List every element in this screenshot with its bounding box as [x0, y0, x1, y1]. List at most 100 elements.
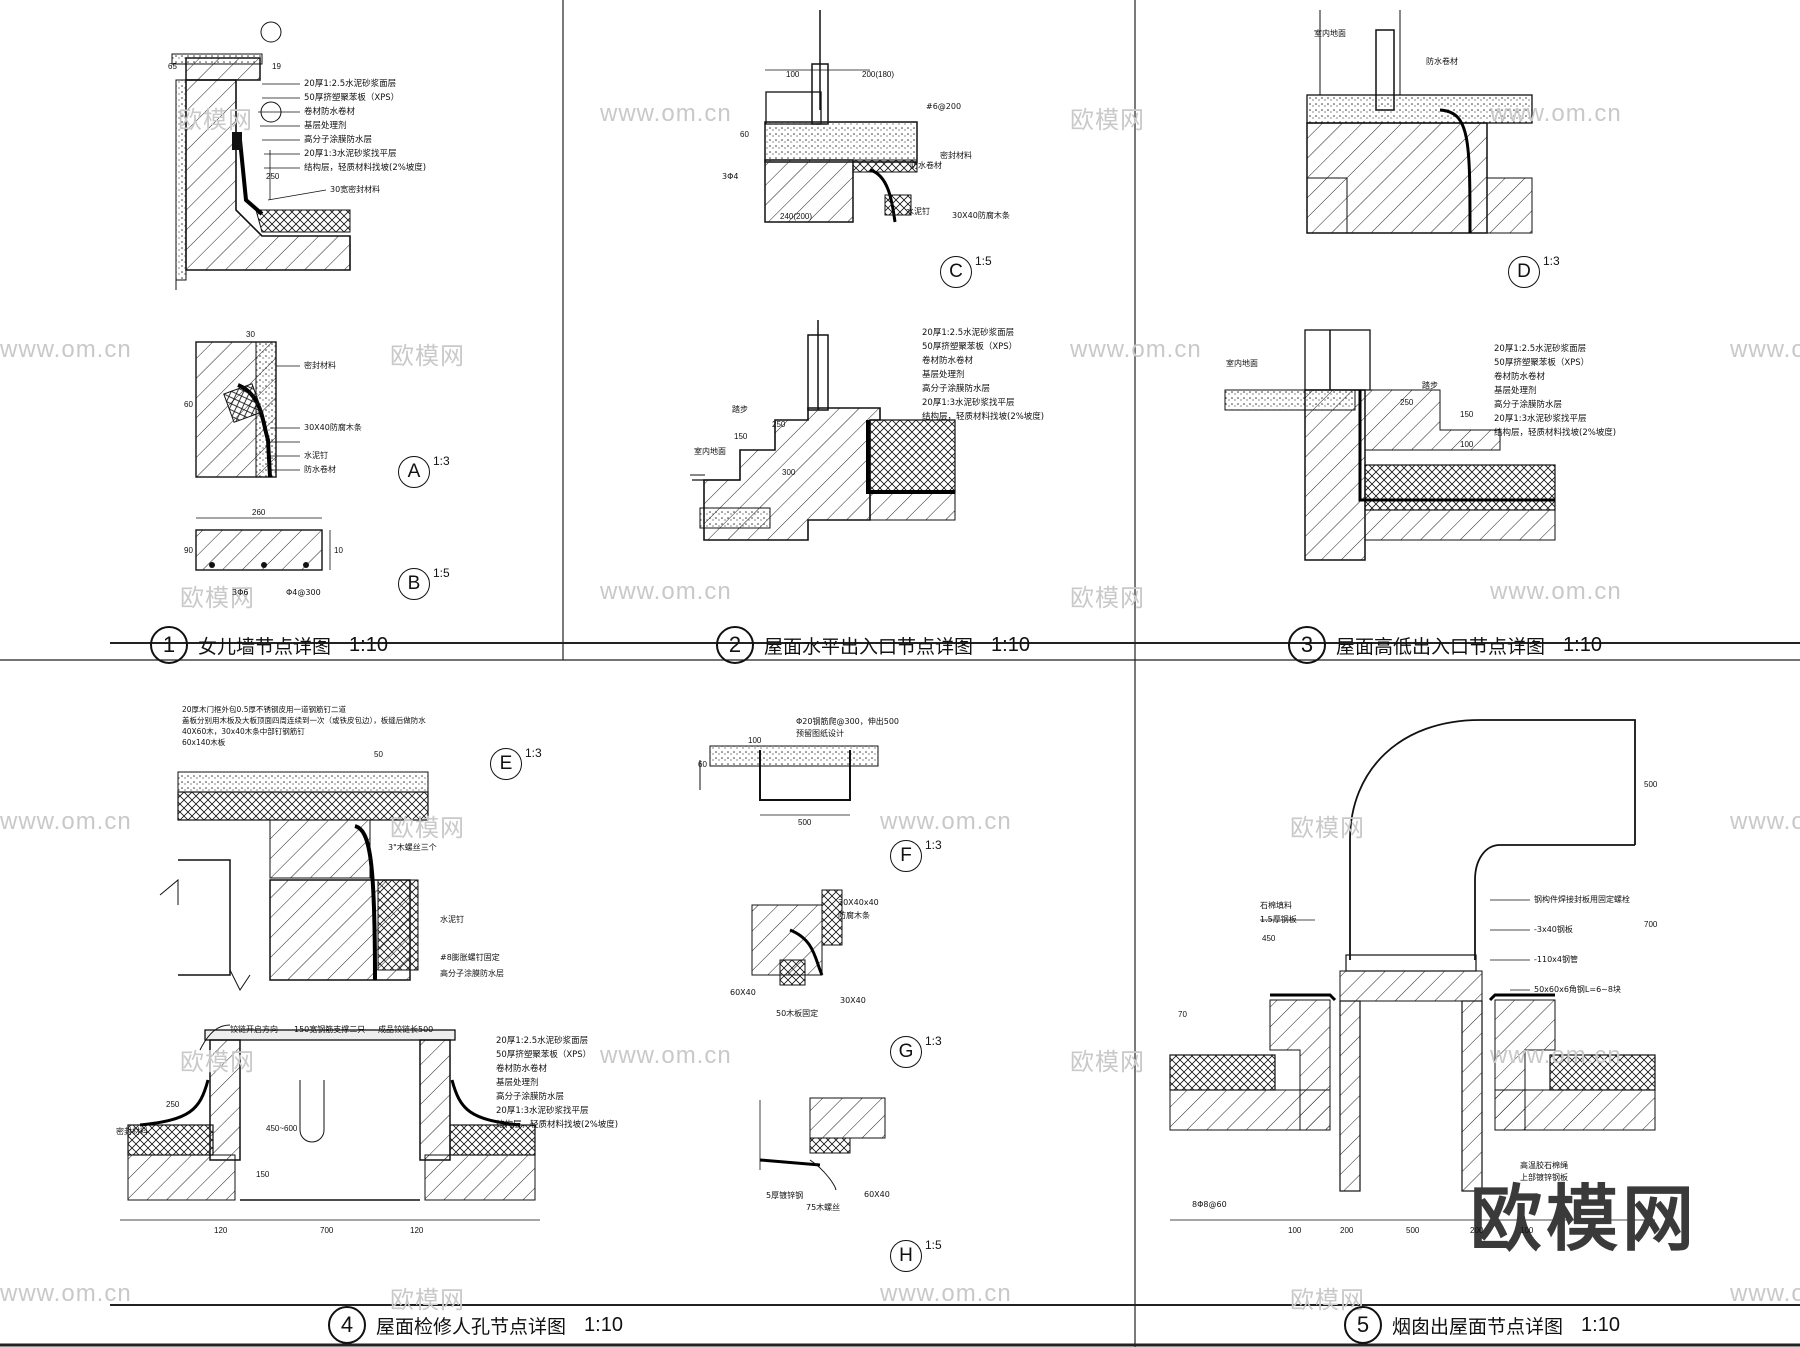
watermark-url: www.om.cn	[0, 1280, 132, 1307]
dimension: 200	[1340, 1226, 1354, 1235]
dimension: 100	[1460, 440, 1474, 449]
watermark-logo: 欧模网	[178, 107, 253, 134]
panel-title-text: 屋面水平出入口节点详图	[764, 635, 974, 658]
dimension: 19	[272, 62, 281, 71]
watermark-url: www.om.cn	[1490, 100, 1622, 127]
panel-title-text: 烟囱出屋面节点详图	[1392, 1315, 1564, 1338]
label: 上部镀锌钢板	[1520, 1173, 1568, 1182]
dimension: 250	[166, 1100, 180, 1109]
watermark-url: www.om.cn	[880, 1280, 1012, 1307]
watermark-logo: 欧模网	[390, 1287, 465, 1314]
watermark-url: www.om.cn	[0, 808, 132, 835]
detail-letter: G	[890, 1036, 922, 1068]
dimension: 700	[1644, 920, 1658, 929]
detail-scale: 1:5	[975, 254, 992, 268]
roof-hatch-detail-E	[159, 771, 429, 991]
watermark-url: www.om.cn	[1730, 336, 1800, 363]
dimension: 100	[1520, 1226, 1534, 1235]
label: 室内地面	[1314, 29, 1346, 38]
dimension: 260	[252, 508, 266, 517]
roof-hatch-detail-G	[751, 889, 843, 986]
dimension: 60	[698, 760, 707, 769]
high-low-entrance-detail-3	[1224, 329, 1556, 561]
dimension: 150	[1460, 410, 1474, 419]
dimension: 10	[334, 546, 343, 555]
detail-letter: B	[398, 568, 430, 600]
label: 3Φ6	[232, 588, 249, 597]
panel-number: 4	[328, 1306, 366, 1344]
watermark-logo: 欧模网	[390, 815, 465, 842]
watermark-url: www.om.cn	[600, 1042, 732, 1069]
detail-scale: 1:3	[525, 746, 542, 760]
detail-scale: 1:3	[925, 838, 942, 852]
dimension: 250	[1400, 398, 1414, 407]
label: 150宽钢筋支撑二只	[294, 1025, 366, 1034]
label: 60X40	[730, 988, 756, 997]
panel-scale: 1:10	[584, 1313, 623, 1336]
panel-scale: 1:10	[349, 633, 388, 656]
detail-letter: E	[490, 748, 522, 780]
label: -3x40钢板	[1534, 925, 1573, 934]
panel-1-title: 1 女儿墙节点详图 1:10	[150, 626, 388, 664]
roof-layer-notes-p2: 20厚1:2.5水泥砂浆面层 50厚挤塑聚苯板（XPS） 卷材防水卷材 基层处理…	[922, 328, 1045, 422]
label: 密封材料	[304, 361, 336, 370]
dimension: 70	[1178, 1010, 1187, 1019]
watermark-logo: 欧模网	[1070, 107, 1145, 134]
detail-letter: A	[398, 456, 430, 488]
panel-number: 5	[1344, 1306, 1382, 1344]
label: 成品铰链长500	[378, 1025, 434, 1034]
label: Φ20钢筋爬@300，伸出500	[796, 717, 900, 726]
label: 5厚镀锌钢	[766, 1191, 804, 1200]
dimension: 250	[266, 172, 280, 181]
panel-number: 2	[716, 626, 754, 664]
dimension: 700	[320, 1226, 334, 1235]
label: 室内地面	[1226, 359, 1258, 368]
panel-title-text: 女儿墙节点详图	[198, 635, 332, 658]
watermark-url: www.om.cn	[1070, 336, 1202, 363]
dimension: 60	[184, 400, 193, 409]
detail-scale: 1:3	[1543, 254, 1560, 268]
watermark-logo: 欧模网	[180, 585, 255, 612]
watermark-url: www.om.cn	[1730, 1280, 1800, 1307]
label: 30X40	[840, 996, 866, 1005]
watermark-logo: 欧模网	[390, 343, 465, 370]
panel-scale: 1:10	[1581, 1313, 1620, 1336]
detail-scale: 1:3	[925, 1034, 942, 1048]
dimension: 120	[214, 1226, 228, 1235]
panel-3-title: 3 屋面高低出入口节点详图 1:10	[1288, 626, 1602, 664]
dimension: 100	[748, 736, 762, 745]
watermark-url: www.om.cn	[1490, 1042, 1622, 1069]
high-low-entrance-detail-D	[1306, 10, 1533, 234]
dimension: 30	[246, 330, 255, 339]
label: 水泥钉	[906, 207, 930, 216]
panel-title-text: 屋面高低出入口节点详图	[1336, 635, 1546, 658]
label: 3"木螺丝三个	[388, 843, 437, 852]
detail-B-drawing	[195, 517, 331, 571]
label: 30X40x40	[838, 898, 879, 907]
horizontal-entrance-detail-C	[764, 10, 918, 223]
panel-2-title: 2 屋面水平出入口节点详图 1:10	[716, 626, 1030, 664]
dimension: 150	[256, 1170, 270, 1179]
label: 密封材料	[940, 151, 972, 160]
dimension: 450~600	[266, 1124, 298, 1133]
label: 3Φ4	[722, 172, 739, 181]
horizontal-entrance-detail-2	[690, 320, 956, 541]
detail-letter: H	[890, 1240, 922, 1272]
dimension: 240(200)	[780, 212, 813, 221]
label: 1.5厚钢板	[1260, 915, 1297, 924]
detail-scale: 1:3	[433, 454, 450, 468]
label: 石棉填料	[1260, 901, 1292, 910]
detail-scale: 1:5	[433, 566, 450, 580]
detail-letter: F	[890, 840, 922, 872]
panel-4-title: 4 屋面检修人孔节点详图 1:10	[328, 1306, 623, 1344]
dimension: 65	[168, 62, 177, 71]
label: 钢构件焊接封板用固定螺栓	[1534, 895, 1630, 904]
